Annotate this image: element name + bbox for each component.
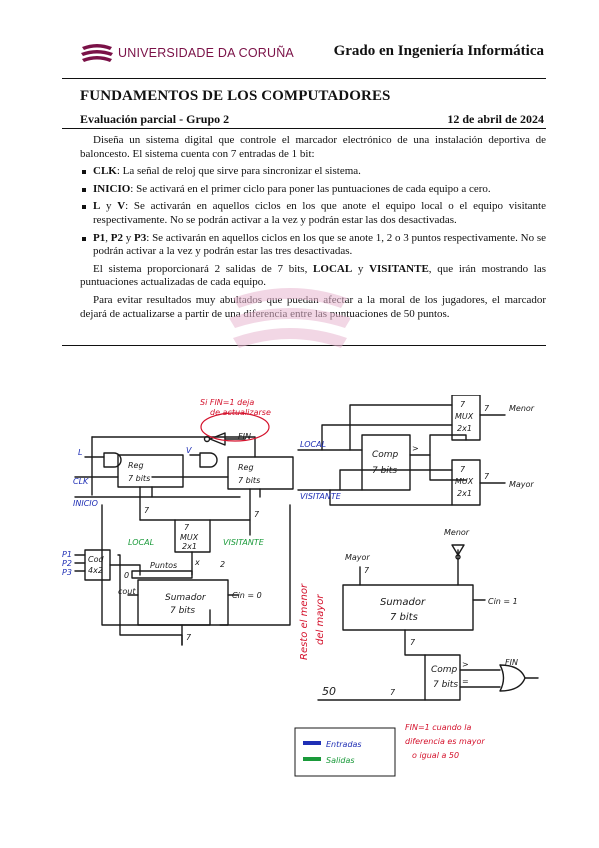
comp-top-title: Comp bbox=[372, 450, 399, 460]
legend-input-label: Entradas bbox=[326, 740, 362, 749]
local-label-right: LOCAL bbox=[300, 440, 326, 449]
visitante-label-left: VISITANTE bbox=[223, 538, 265, 547]
mux-mayor-bits: 7 bbox=[460, 465, 466, 474]
degree-title: Grado en Ingeniería Informática bbox=[333, 43, 544, 59]
fin-note-circle bbox=[200, 412, 270, 442]
mayor-in-label: Mayor bbox=[345, 553, 370, 562]
cin-left: Cin = 0 bbox=[232, 591, 262, 600]
mux-size: 2x1 bbox=[182, 542, 197, 551]
intro-paragraph: Diseña un sistema digital que controle e… bbox=[80, 134, 546, 160]
university-logo-icon bbox=[81, 44, 113, 62]
resta-note-2: del mayor bbox=[315, 594, 326, 645]
reg1-title: Reg bbox=[128, 461, 144, 470]
width-menor: 7 bbox=[484, 404, 490, 413]
gt-top: > bbox=[412, 444, 419, 453]
l-input-label: L bbox=[78, 448, 82, 457]
reg2-bits: 7 bits bbox=[238, 476, 260, 485]
p3-label: P3 bbox=[62, 568, 72, 577]
exam-label: Evaluación parcial - Grupo 2 bbox=[80, 112, 230, 126]
bus-width-7c: 7 bbox=[186, 633, 192, 642]
inputs-list: CLK: La señal de reloj que sirve para si… bbox=[80, 165, 546, 259]
fin-label-right: FIN bbox=[505, 658, 518, 667]
list-item: L y V: Se activarán en aquellos ciclos e… bbox=[80, 200, 546, 227]
mux-bits: 7 bbox=[184, 523, 190, 532]
comp-top-bits: 7 bits bbox=[372, 466, 397, 476]
width-lower-b: 7 bbox=[410, 638, 416, 647]
clk-label: CLK bbox=[73, 477, 89, 486]
mux-menor-title: MUX bbox=[455, 412, 474, 421]
eq-bottom: = bbox=[462, 677, 469, 686]
watermark-logo-icon bbox=[229, 288, 351, 348]
mux-title: MUX bbox=[180, 533, 199, 542]
cout-left: cout bbox=[118, 587, 136, 596]
bus-width-2: 2 bbox=[220, 560, 225, 569]
v-input-label: V bbox=[186, 446, 192, 455]
adder-right bbox=[342, 584, 474, 631]
course-title: FUNDAMENTOS DE LOS COMPUTADORES bbox=[80, 88, 391, 104]
title-divider bbox=[62, 128, 546, 129]
gt-bottom: > bbox=[462, 660, 469, 669]
cod-title: Cod bbox=[88, 555, 104, 564]
resta-note: Resto el menor bbox=[299, 583, 310, 660]
comparator-bottom bbox=[424, 654, 461, 701]
p1-label: P1 bbox=[62, 550, 72, 559]
x-mark: x bbox=[194, 558, 200, 567]
register-local bbox=[117, 454, 184, 488]
fin-note-3: o igual a 50 bbox=[412, 751, 459, 760]
adder-left-title: Sumador bbox=[165, 593, 207, 603]
fin-note-2: diferencia es mayor bbox=[405, 737, 485, 746]
university-logo: UNIVERSIDADE DA CORUÑA bbox=[80, 43, 294, 65]
fin-note-1: FIN=1 cuando la bbox=[405, 723, 471, 732]
comp-bottom-bits: 7 bits bbox=[433, 680, 458, 690]
legend-output-label: Salidas bbox=[326, 756, 355, 765]
header-divider bbox=[62, 78, 546, 79]
list-item: P1, P2 y P3: Se activarán en aquellos ci… bbox=[80, 232, 546, 259]
university-name: UNIVERSIDADE DA CORUÑA bbox=[118, 46, 294, 60]
exam-date: 12 de abril de 2024 bbox=[447, 112, 544, 126]
mux-mayor-size: 2x1 bbox=[457, 489, 472, 498]
bus-width-7a: 7 bbox=[144, 506, 150, 515]
width-lower-c: 7 bbox=[390, 688, 396, 697]
circuit-diagram: Si FIN=1 deja de actualizarse FIN L V CL… bbox=[62, 395, 539, 777]
legend-box bbox=[294, 727, 396, 777]
adder-left-bits: 7 bits bbox=[170, 606, 195, 616]
adder-right-bits: 7 bits bbox=[390, 612, 418, 623]
p2-label: P2 bbox=[62, 559, 72, 568]
cin-right: Cin = 1 bbox=[488, 597, 518, 606]
note-line2: de actualizarse bbox=[210, 408, 271, 417]
visitante-label-right: VISITANTE bbox=[300, 492, 342, 501]
width-mayor: 7 bbox=[484, 472, 490, 481]
reg1-bits: 7 bits bbox=[128, 474, 150, 483]
legend-output-swatch bbox=[303, 757, 321, 761]
local-label-left: LOCAL bbox=[128, 538, 154, 547]
menor-out-label: Menor bbox=[509, 404, 535, 413]
list-item: CLK: La señal de reloj que sirve para si… bbox=[80, 165, 546, 179]
legend-input-swatch bbox=[303, 741, 321, 745]
inicio-label: INICIO bbox=[73, 499, 98, 508]
comp-bottom-title: Comp bbox=[431, 665, 458, 675]
width-lower-a: 7 bbox=[364, 566, 370, 575]
puntos-label: Puntos bbox=[150, 561, 177, 570]
mayor-out-label: Mayor bbox=[509, 480, 534, 489]
mux-menor-bits: 7 bbox=[460, 400, 466, 409]
reg2-title: Reg bbox=[238, 463, 254, 472]
adder-left bbox=[137, 579, 229, 626]
comparator-top bbox=[361, 434, 411, 491]
list-item: INICIO: Se activará en el primer ciclo p… bbox=[80, 183, 546, 197]
adder-right-title: Sumador bbox=[380, 597, 426, 608]
cod-size: 4x2 bbox=[88, 566, 103, 575]
menor-in-label: Menor bbox=[444, 528, 470, 537]
zero-label: 0 bbox=[124, 571, 129, 580]
statement-divider bbox=[62, 345, 546, 346]
mux-mayor-title: MUX bbox=[455, 477, 474, 486]
outputs-paragraph: El sistema proporcionará 2 salidas de 7 … bbox=[80, 262, 546, 289]
bus-width-7b: 7 bbox=[254, 510, 260, 519]
fin-label-left: FIN bbox=[238, 432, 251, 441]
fifty-label: 50 bbox=[322, 685, 336, 698]
note-line1: Si FIN=1 deja bbox=[200, 398, 254, 407]
mux-menor-size: 2x1 bbox=[457, 424, 472, 433]
